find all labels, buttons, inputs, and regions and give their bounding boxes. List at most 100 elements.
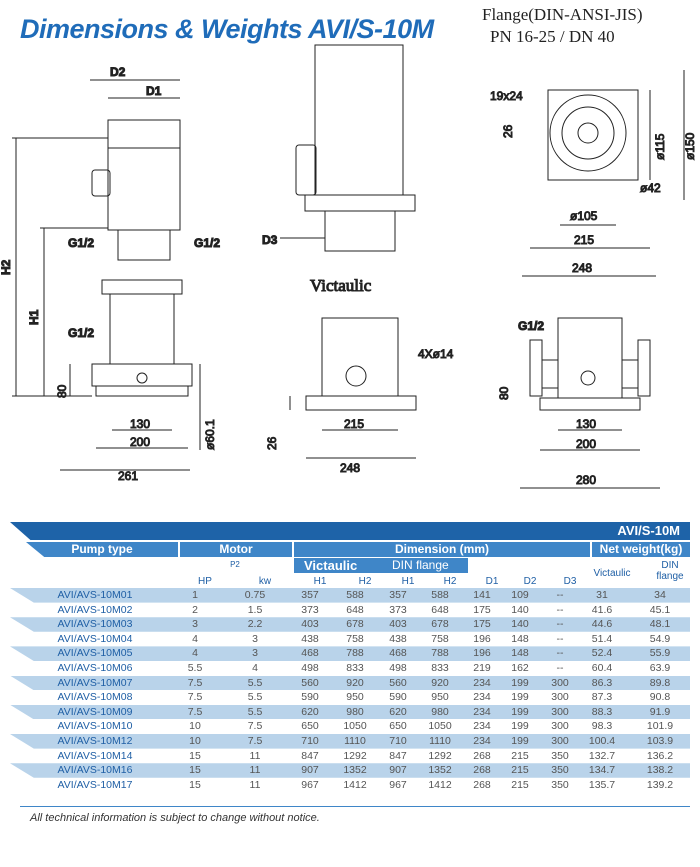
value-cell: 4 [252, 662, 258, 674]
value-cell: 350 [551, 749, 569, 762]
value-cell: 268 [473, 778, 491, 791]
value-cell: 199 [511, 735, 529, 747]
value-cell: 920 [346, 676, 364, 689]
value-cell: 215 [511, 749, 529, 762]
value-cell: 234 [473, 735, 491, 747]
value-cell: 11 [249, 778, 261, 791]
value-cell: 847 [301, 749, 319, 762]
value-cell: 300 [551, 705, 569, 718]
value-cell: 3 [192, 618, 198, 631]
disclaimer: All technical information is subject to … [30, 812, 320, 824]
flange-spec: Flange(DIN-ANSI-JIS) PN 16-25 / DN 40 [482, 4, 643, 48]
value-cell: 4 [192, 632, 198, 645]
label-right-g: G1/2 [518, 319, 544, 333]
value-cell: 52.4 [591, 647, 613, 660]
col-d1: D1 [485, 576, 499, 587]
value-cell: 5.5 [247, 691, 263, 704]
value-cell: 15 [189, 764, 201, 777]
col-weight-victaulic: Victaulic [593, 568, 631, 579]
value-cell: 15 [189, 778, 201, 791]
value-cell: 7.5 [247, 735, 263, 747]
col-h2-din: H2 [443, 576, 457, 587]
value-cell: 833 [431, 662, 449, 674]
value-cell: 980 [346, 705, 364, 718]
value-cell: 41.6 [591, 603, 613, 616]
value-cell: 48.1 [649, 618, 671, 631]
value-cell: 300 [551, 691, 569, 704]
label-d1: D1 [146, 84, 162, 98]
pump-type-cell: AVI/AVS-10M08 [57, 691, 133, 704]
value-cell: 138.2 [646, 764, 674, 777]
value-cell: 357 [389, 589, 407, 601]
value-cell: 468 [389, 647, 407, 660]
value-cell: 967 [301, 778, 319, 791]
value-cell: 498 [389, 662, 407, 674]
value-cell: 55.9 [649, 647, 671, 660]
value-cell: 103.9 [646, 735, 674, 747]
label-g-mid: G1/2 [68, 326, 94, 340]
value-cell: 907 [301, 764, 319, 777]
value-cell: 148 [511, 632, 529, 645]
value-cell: -- [556, 618, 564, 631]
value-cell: 2.2 [247, 618, 263, 631]
label-dia: ø60.1 [203, 419, 217, 450]
label-flange-26: 26 [501, 124, 515, 138]
col-d2: D2 [523, 576, 537, 587]
label-h2: H2 [0, 259, 13, 275]
value-cell: 588 [346, 589, 364, 601]
value-cell: 7.5 [247, 720, 263, 733]
value-cell: 1412 [343, 778, 367, 791]
value-cell: 468 [301, 647, 319, 660]
value-cell: 215 [511, 764, 529, 777]
value-cell: 620 [301, 705, 319, 718]
value-cell: 1110 [429, 735, 451, 747]
value-cell: 373 [301, 603, 319, 616]
value-cell: -- [556, 589, 564, 601]
value-cell: 650 [389, 720, 407, 733]
value-cell: 1 [192, 589, 198, 601]
value-cell: 4 [192, 647, 198, 660]
value-cell: 91.9 [649, 705, 671, 718]
value-cell: 950 [346, 691, 364, 704]
label-g-left: G1/2 [68, 236, 94, 250]
col-hp: HP [198, 576, 212, 587]
value-cell: 219 [473, 662, 491, 674]
value-cell: 1050 [428, 720, 452, 733]
label-105: ø105 [570, 209, 598, 223]
label-200: 200 [130, 435, 150, 449]
value-cell: 11 [249, 749, 261, 762]
header-pump-type: Pump type [26, 542, 178, 557]
pump-type-cell: AVI/AVS-10M09 [57, 705, 133, 718]
value-cell: 300 [551, 676, 569, 689]
label-holes: 4Xø14 [418, 347, 454, 361]
value-cell: 175 [473, 618, 491, 631]
value-cell: 86.3 [591, 676, 613, 689]
value-cell: -- [556, 647, 564, 660]
value-cell: 648 [346, 603, 364, 616]
value-cell: 199 [511, 720, 529, 733]
value-cell: 300 [551, 720, 569, 733]
value-cell: 920 [431, 676, 449, 689]
value-cell: 199 [511, 676, 529, 689]
col-h1-din: H1 [401, 576, 415, 587]
value-cell: 1.5 [247, 603, 263, 616]
value-cell: 1352 [428, 764, 452, 777]
label-slot: 19x24 [490, 89, 523, 103]
label-261: 261 [118, 469, 138, 483]
value-cell: 135.7 [588, 778, 616, 791]
value-cell: 215 [511, 778, 529, 791]
value-cell: 5.5 [187, 662, 203, 674]
value-cell: 234 [473, 720, 491, 733]
pump-type-cell: AVI/AVS-10M12 [57, 735, 133, 747]
label-130: 130 [130, 417, 150, 431]
value-cell: 7.5 [187, 676, 203, 689]
value-cell: 234 [473, 676, 491, 689]
label-flange-215: 215 [574, 233, 594, 247]
